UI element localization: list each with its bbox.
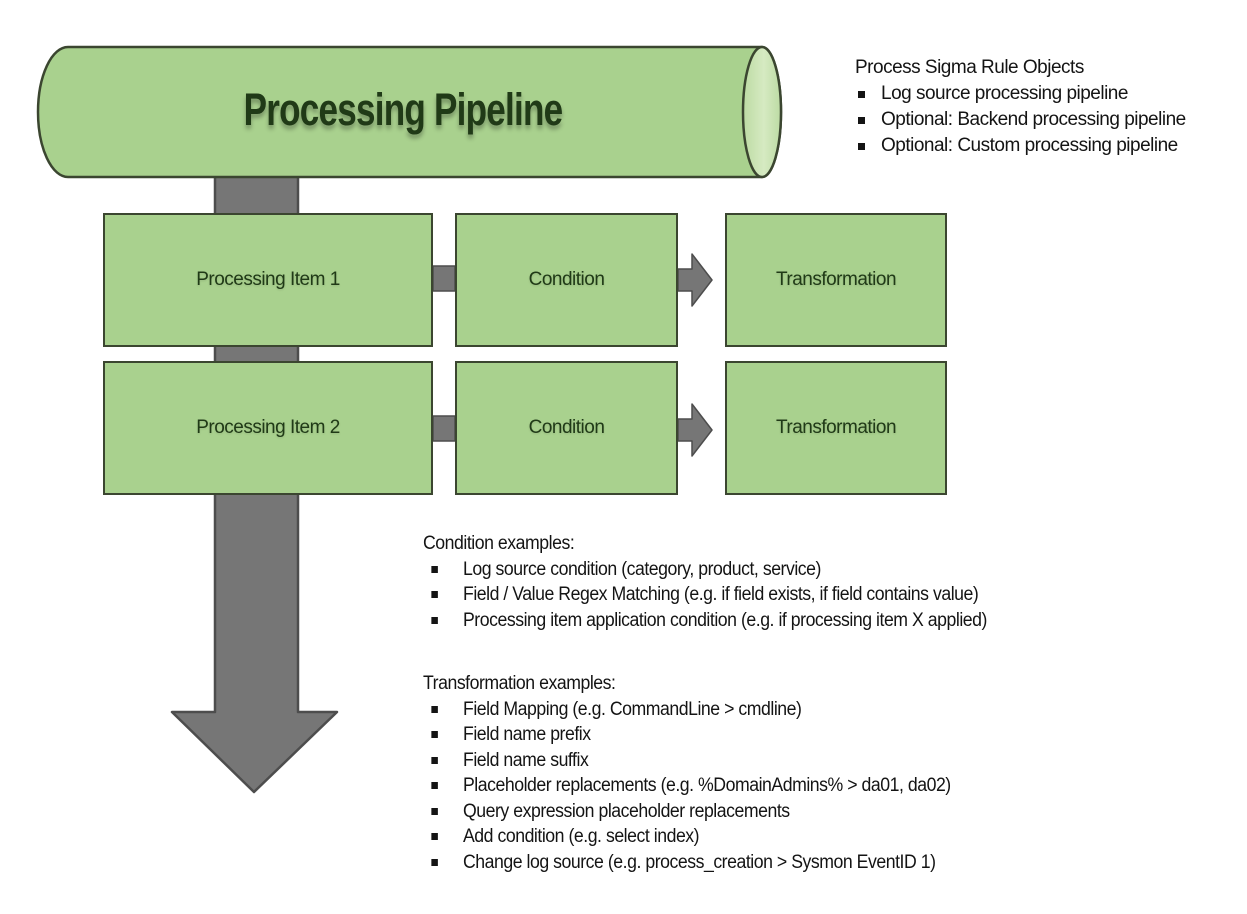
bullet-text: Optional: Backend processing pipeline (881, 109, 1186, 130)
bullet-square-icon (858, 142, 865, 150)
bullet-square-icon (431, 705, 438, 713)
processing-item-2-box: Processing Item 2 (103, 361, 433, 495)
bullet-text: Optional: Custom processing pipeline (881, 135, 1178, 156)
bullet-item: Log source condition (category, product,… (423, 557, 987, 583)
bullet-square-icon (431, 833, 438, 841)
bullet-text: Field Mapping (e.g. CommandLine > cmdlin… (462, 698, 802, 720)
sigma-rule-note-title: Process Sigma Rule Objects (855, 57, 1084, 78)
processing-item-2-label: Processing Item 2 (196, 417, 340, 438)
bullet-item: Add condition (e.g. select index) (423, 824, 951, 850)
transformation-examples-list: Field Mapping (e.g. CommandLine > cmdlin… (423, 697, 951, 876)
bullet-item: Field name prefix (423, 722, 951, 748)
bullet-text: Log source condition (category, product,… (462, 558, 821, 580)
processing-item-1-label: Processing Item 1 (196, 269, 340, 290)
pipeline-title: Processing Pipeline (243, 84, 564, 135)
bullet-item: Optional: Custom processing pipeline (855, 133, 1186, 159)
condition-examples-list: Log source condition (category, product,… (423, 557, 987, 634)
bullet-text: Processing item application condition (e… (462, 609, 987, 631)
bullet-text: Field name suffix (462, 749, 589, 771)
bullet-square-icon (431, 858, 438, 866)
transformation-examples: Transformation examples: Field Mapping (… (423, 671, 951, 875)
row1-item-condition-connector (432, 265, 456, 292)
row1-transformation-box: Transformation (725, 213, 947, 347)
bullet-text: Field / Value Regex Matching (e.g. if fi… (462, 584, 979, 605)
row2-condition-box: Condition (455, 361, 678, 495)
processing-item-1-box: Processing Item 1 (103, 213, 433, 347)
bullet-item: Query expression placeholder replacement… (423, 799, 951, 825)
bullet-item: Field Mapping (e.g. CommandLine > cmdlin… (423, 697, 951, 723)
bullet-text: Field name prefix (462, 724, 591, 745)
bullet-text: Add condition (e.g. select index) (462, 826, 700, 847)
bullet-square-icon (431, 807, 438, 815)
row1-condition-box: Condition (455, 213, 678, 347)
row2-transformation-box: Transformation (725, 361, 947, 495)
row2-transformation-label: Transformation (775, 417, 897, 438)
pipeline-cylinder-cap (741, 45, 783, 179)
sigma-rule-note: Process Sigma Rule Objects Log source pr… (855, 55, 1186, 159)
bullet-item: Placeholder replacements (e.g. %DomainAd… (423, 773, 951, 799)
row1-condition-label: Condition (528, 269, 605, 290)
bullet-text: Query expression placeholder replacement… (462, 800, 790, 822)
condition-examples: Condition examples: Log source condition… (423, 531, 987, 633)
bullet-square-icon (431, 616, 438, 624)
row2-condition-transformation-arrow (677, 403, 713, 457)
bullet-item: Optional: Backend processing pipeline (855, 107, 1186, 133)
row2-condition-label: Condition (528, 417, 605, 438)
bullet-item: Processing item application condition (e… (423, 608, 987, 634)
bullet-square-icon (431, 565, 438, 573)
bullet-item: Field name suffix (423, 748, 951, 774)
bullet-square-icon (431, 756, 438, 764)
condition-examples-title: Condition examples: (423, 533, 575, 554)
bullet-square-icon (431, 731, 438, 739)
bullet-item: Field / Value Regex Matching (e.g. if fi… (423, 582, 987, 608)
bullet-text: Placeholder replacements (e.g. %DomainAd… (462, 775, 951, 796)
bullet-item: Change log source (e.g. process_creation… (423, 850, 951, 876)
bullet-text: Log source processing pipeline (881, 83, 1128, 104)
bullet-square-icon (431, 591, 438, 599)
row1-transformation-label: Transformation (775, 269, 897, 290)
transformation-examples-title: Transformation examples: (423, 673, 616, 694)
bullet-square-icon (858, 116, 865, 124)
row1-condition-transformation-arrow (677, 253, 713, 307)
row2-item-condition-connector (432, 415, 456, 442)
bullet-item: Log source processing pipeline (855, 81, 1186, 107)
bullet-text: Change log source (e.g. process_creation… (462, 851, 936, 873)
bullet-square-icon (858, 90, 865, 98)
bullet-square-icon (431, 782, 438, 790)
